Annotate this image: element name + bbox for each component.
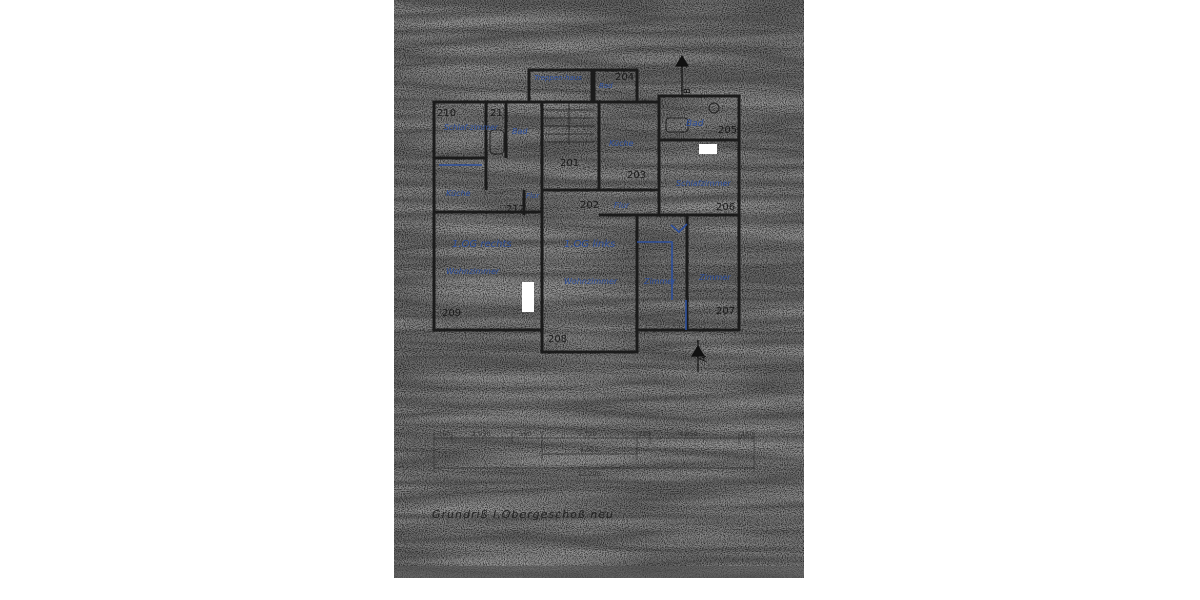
room-number-201: 201: [560, 158, 579, 169]
label-zimmer-207: Zimmer: [698, 273, 731, 282]
white-patch: [522, 282, 534, 312]
room-number-210: 210: [437, 108, 456, 119]
section-marker-a: [690, 340, 706, 372]
label-unit-1og-rechts: 1.OG rechts: [452, 239, 512, 250]
label-kueche-left: Küche: [446, 189, 471, 198]
room-number-208: 208: [548, 334, 567, 345]
dim-seg-7: 160: [741, 430, 753, 438]
blue-wall-sketch: [637, 241, 673, 300]
label-schlafzimmer-210: Schlaf-zimmer: [444, 123, 499, 132]
label-wohnzimmer-209: Wohnzimmer: [446, 267, 500, 276]
dim-seg-4: 2.720: [578, 430, 597, 438]
dimension-lines: [433, 432, 755, 472]
room-number-203: 203: [627, 170, 646, 181]
label-flur-202: Flur: [614, 201, 630, 210]
dim-seg-3: 160: [519, 430, 531, 438]
dim-seg-2: 2.930: [472, 430, 491, 438]
room-number-202: 202: [580, 200, 599, 211]
main-outline: [540, 94, 741, 354]
label-treppenhaus: Treppen-haus: [534, 74, 582, 82]
section-marker-b: [674, 54, 690, 95]
section-label-b: B: [683, 88, 693, 94]
dim-seg-6: 4.950: [679, 430, 698, 438]
label-bad-205: Bad: [686, 119, 704, 129]
white-patch-2: [699, 144, 717, 154]
bathtub-icon: [489, 129, 505, 155]
dim-middle: 4.920: [580, 446, 599, 454]
blue-x-mark: [670, 223, 688, 234]
fixtures: [489, 102, 720, 155]
dim-seg-5: 120: [638, 430, 650, 438]
room-number-211: 211: [490, 108, 509, 119]
room-number-204: 204: [615, 72, 634, 83]
walls: [432, 68, 741, 354]
floor-plan-sheet: 210 211 201 203 204 205 206 212 202 209 …: [394, 0, 804, 578]
washbasin-icon: [665, 117, 689, 133]
blue-annotations: [439, 164, 688, 330]
dim-total: 13.200: [578, 470, 601, 478]
room-number-206: 206: [716, 202, 735, 213]
label-bad-204: Bad: [599, 82, 613, 90]
plan-title: Grundriß I.Obergeschoß neu: [432, 508, 614, 521]
label-unit-1og-links: 1.OG links: [564, 239, 615, 250]
room-number-212: 212: [506, 204, 525, 215]
dim-seg-1: 160: [438, 430, 450, 438]
section-label-a: A: [699, 355, 709, 362]
floor-plan-svg: 210 211 201 203 204 205 206 212 202 209 …: [394, 0, 804, 578]
label-flur-212: Flur: [526, 192, 540, 200]
label-wohnzimmer-center: Wohnzimmer: [564, 277, 618, 286]
room-number-207: 207: [716, 306, 735, 317]
label-kueche-203: Küche: [609, 139, 634, 148]
staircase: [544, 102, 594, 145]
room-number-209: 209: [442, 308, 461, 319]
label-bad-211: Bad: [512, 127, 528, 136]
label-schlafzimmer-206: Schlafzimmer: [676, 179, 731, 188]
bottom-edge: [394, 566, 804, 578]
room-number-205: 205: [718, 125, 737, 136]
toilet-icon: [708, 102, 720, 114]
label-zimmer-small: Zimmer: [643, 277, 676, 286]
